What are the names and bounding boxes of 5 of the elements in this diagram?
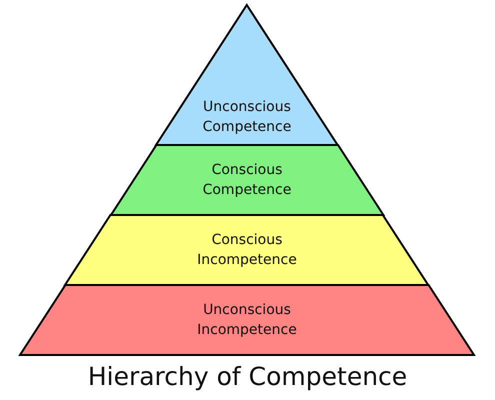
tier-label: Unconscious Incompetence [196,301,298,340]
tier-label: Conscious Incompetence [196,231,298,270]
tier-label: Conscious Competence [202,161,292,200]
tier-label: Unconscious Competence [202,98,292,137]
diagram-title: Hierarchy of Competence [88,362,408,391]
